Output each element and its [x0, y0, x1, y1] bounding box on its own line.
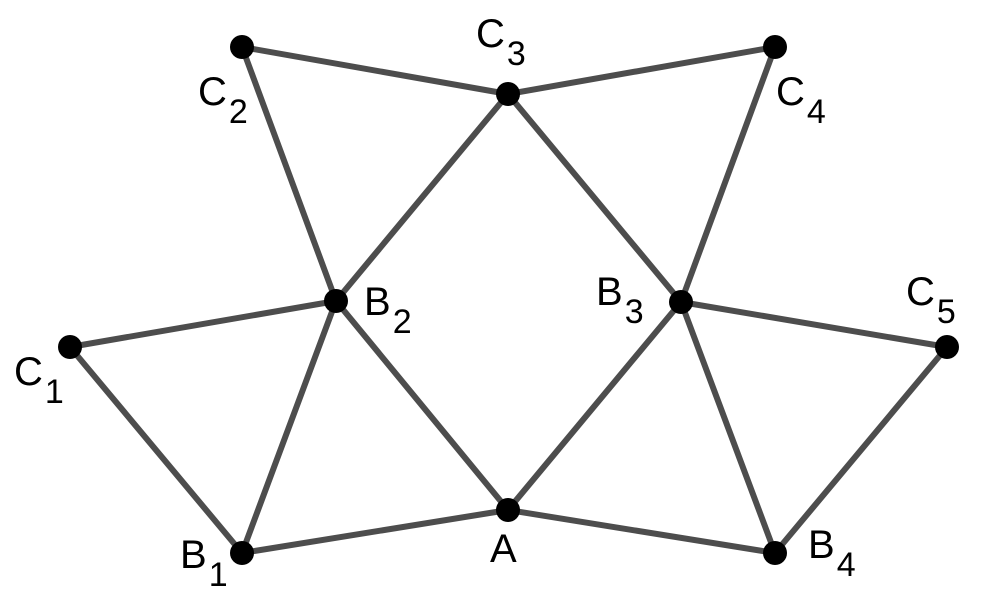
label-B2: B2	[364, 280, 412, 341]
point-C1	[58, 335, 82, 359]
point-B2	[324, 289, 348, 313]
label-C2: C2	[198, 70, 248, 131]
edge-C1-B2	[67, 298, 339, 350]
point-A	[496, 498, 520, 522]
edge-C5-B4	[772, 344, 950, 556]
label-C3: C3	[476, 12, 526, 73]
point-C4	[763, 35, 787, 59]
label-B1: B1	[180, 533, 228, 594]
label-A: A	[490, 527, 517, 571]
edge-B2-A	[333, 298, 511, 513]
label-C1: C1	[14, 350, 64, 411]
point-C3	[496, 82, 520, 106]
edge-B2-C3	[333, 91, 511, 304]
edge-A-B3	[505, 299, 684, 513]
label-B3: B3	[596, 270, 644, 331]
point-B1	[230, 541, 254, 565]
point-C2	[230, 35, 254, 59]
edge-C3-B3	[505, 91, 684, 305]
label-B4: B4	[808, 523, 856, 584]
edge-C3-C4	[505, 44, 778, 97]
point-B4	[763, 541, 787, 565]
labels-layer: A B1 B2 B3 B4 C1 C2 C3 C4 C5	[14, 12, 956, 594]
edge-B1-B2	[239, 298, 339, 556]
edge-B1-C1	[67, 344, 245, 556]
edge-C2-C3	[239, 44, 511, 97]
edge-B1-A	[239, 507, 511, 556]
edge-B3-B4	[678, 299, 778, 556]
edge-C4-B3	[678, 44, 778, 305]
edge-B2-C2	[239, 44, 339, 304]
label-C5: C5	[906, 270, 956, 331]
point-B3	[669, 290, 693, 314]
edge-A-B4	[505, 507, 778, 556]
points-layer	[58, 35, 959, 565]
edges-layer	[67, 44, 950, 556]
label-C4: C4	[776, 70, 826, 131]
point-C5	[935, 335, 959, 359]
edge-B3-C5	[678, 299, 950, 350]
